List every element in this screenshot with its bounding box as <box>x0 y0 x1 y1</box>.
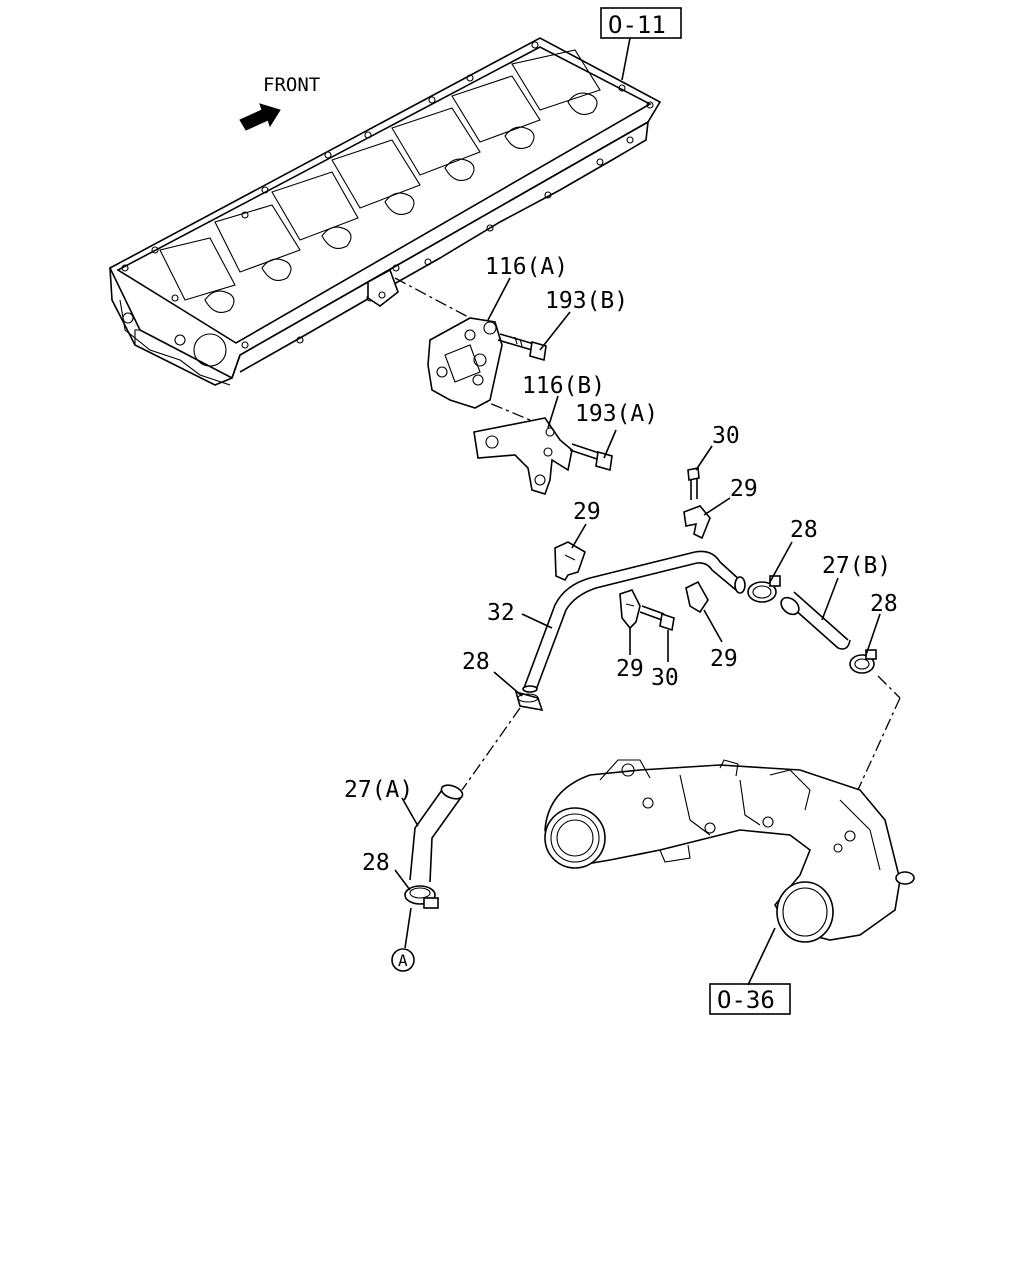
callout-193a: 193(A) <box>575 401 658 427</box>
alignment-line-clamp-b1 <box>877 675 901 699</box>
front-label: FRONT <box>263 74 320 96</box>
clamp-28-bottom <box>404 885 439 909</box>
callout-28-far-right: 28 <box>870 591 898 617</box>
callout-29-middle: 29 <box>616 656 644 682</box>
callout-116b: 116(B) <box>522 373 605 399</box>
callout-30-top: 30 <box>712 423 740 449</box>
intake-manifold <box>544 759 915 943</box>
clamp-28-far-right <box>849 649 877 674</box>
callout-28-left: 28 <box>462 649 490 675</box>
clamp-28-right <box>747 575 781 603</box>
ref-circle-a: A <box>391 907 415 972</box>
ref-box-0-11: O-11 <box>600 7 682 81</box>
clamp-28-left <box>514 690 544 712</box>
circle-a-label: A <box>398 951 408 970</box>
callout-28-bottom: 28 <box>362 850 390 876</box>
bracket-116b <box>473 417 573 495</box>
callout-29-top-right: 29 <box>730 476 758 502</box>
bolt-193a <box>569 443 613 472</box>
pipe-32 <box>522 550 746 693</box>
clip-29-middle <box>619 589 641 630</box>
alignment-line-bracket <box>394 277 471 319</box>
callout-27b: 27(B) <box>822 553 891 579</box>
hose-27b <box>780 591 851 650</box>
bolt-30-top <box>687 467 700 500</box>
callout-labels: 116(A) 193(B) 116(B) 193(A) 30 29 29 28 … <box>344 254 898 876</box>
ref-box-0-36: O-36 <box>709 927 791 1015</box>
callout-leaders <box>394 277 881 891</box>
clip-29-top-left <box>554 541 586 582</box>
callout-32: 32 <box>487 600 515 626</box>
front-arrow: FRONT <box>239 74 320 131</box>
callout-116a: 116(A) <box>485 254 568 280</box>
alignment-line-hose-a <box>461 707 521 791</box>
alignment-line-clamp-b2 <box>834 697 901 841</box>
front-arrow-icon <box>239 103 281 131</box>
ref-0-36-label: O-36 <box>717 986 775 1014</box>
clip-29-top-right <box>683 505 711 540</box>
callout-29-top-left: 29 <box>573 499 601 525</box>
callout-28-right: 28 <box>790 517 818 543</box>
cylinder-head-cover <box>108 37 662 386</box>
ref-0-11-label: O-11 <box>608 11 666 39</box>
bracket-116a <box>427 317 503 409</box>
callout-27a: 27(A) <box>344 777 413 803</box>
bolt-193b <box>497 333 547 362</box>
bolt-30-middle <box>639 605 675 632</box>
callout-29-right: 29 <box>710 646 738 672</box>
callout-193b: 193(B) <box>545 288 628 314</box>
callout-30-middle: 30 <box>651 665 679 691</box>
clip-29-right <box>685 580 709 614</box>
hose-27a <box>409 784 464 883</box>
